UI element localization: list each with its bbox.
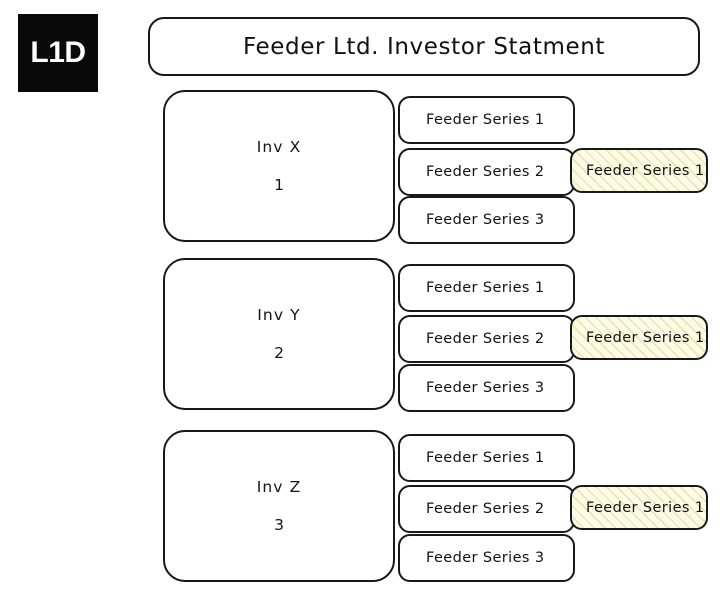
brand-logo-text: L1D — [30, 36, 86, 69]
series-label-2-2: Feeder Series 2 — [426, 331, 545, 347]
page-title-box: Feeder Ltd. Investor Statment — [148, 17, 700, 76]
highlighted-series-label-2: Feeder Series 1 — [586, 329, 705, 346]
investor-name-1: Inv X — [256, 138, 302, 156]
series-box-2-3[interactable]: Feeder Series 3 — [398, 364, 575, 412]
series-label-3-2: Feeder Series 2 — [426, 501, 545, 517]
highlighted-series-label-3: Feeder Series 1 — [586, 499, 705, 516]
page-title: Feeder Ltd. Investor Statment — [242, 33, 606, 60]
highlighted-series-box-1[interactable]: Feeder Series 1 — [570, 148, 708, 193]
highlighted-series-label-1: Feeder Series 1 — [586, 162, 705, 179]
highlighted-series-box-2[interactable]: Feeder Series 1 — [570, 315, 708, 360]
series-box-1-3[interactable]: Feeder Series 3 — [398, 196, 575, 244]
series-label-2-3: Feeder Series 3 — [426, 380, 545, 396]
series-box-1-1[interactable]: Feeder Series 1 — [398, 96, 575, 144]
investor-number-3: 3 — [274, 516, 284, 534]
series-label-3-1: Feeder Series 1 — [426, 450, 545, 466]
series-box-3-3[interactable]: Feeder Series 3 — [398, 534, 575, 582]
brand-logo: L1D — [18, 14, 98, 92]
series-box-3-2[interactable]: Feeder Series 2 — [398, 485, 575, 533]
series-box-2-2[interactable]: Feeder Series 2 — [398, 315, 575, 363]
investor-box-2[interactable]: Inv Y 2 — [163, 258, 395, 410]
investor-name-3: Inv Z — [256, 478, 302, 496]
series-label-1-3: Feeder Series 3 — [426, 212, 545, 228]
series-box-2-1[interactable]: Feeder Series 1 — [398, 264, 575, 312]
series-box-3-1[interactable]: Feeder Series 1 — [398, 434, 575, 482]
investor-name-2: Inv Y — [257, 306, 301, 324]
series-label-1-2: Feeder Series 2 — [426, 164, 545, 180]
investor-number-2: 2 — [274, 344, 284, 362]
investor-box-1[interactable]: Inv X 1 — [163, 90, 395, 242]
series-label-1-1: Feeder Series 1 — [426, 112, 545, 128]
investor-number-1: 1 — [274, 176, 284, 194]
series-label-3-3: Feeder Series 3 — [426, 550, 545, 566]
series-label-2-1: Feeder Series 1 — [426, 280, 545, 296]
highlighted-series-box-3[interactable]: Feeder Series 1 — [570, 485, 708, 530]
investor-box-3[interactable]: Inv Z 3 — [163, 430, 395, 582]
series-box-1-2[interactable]: Feeder Series 2 — [398, 148, 575, 196]
